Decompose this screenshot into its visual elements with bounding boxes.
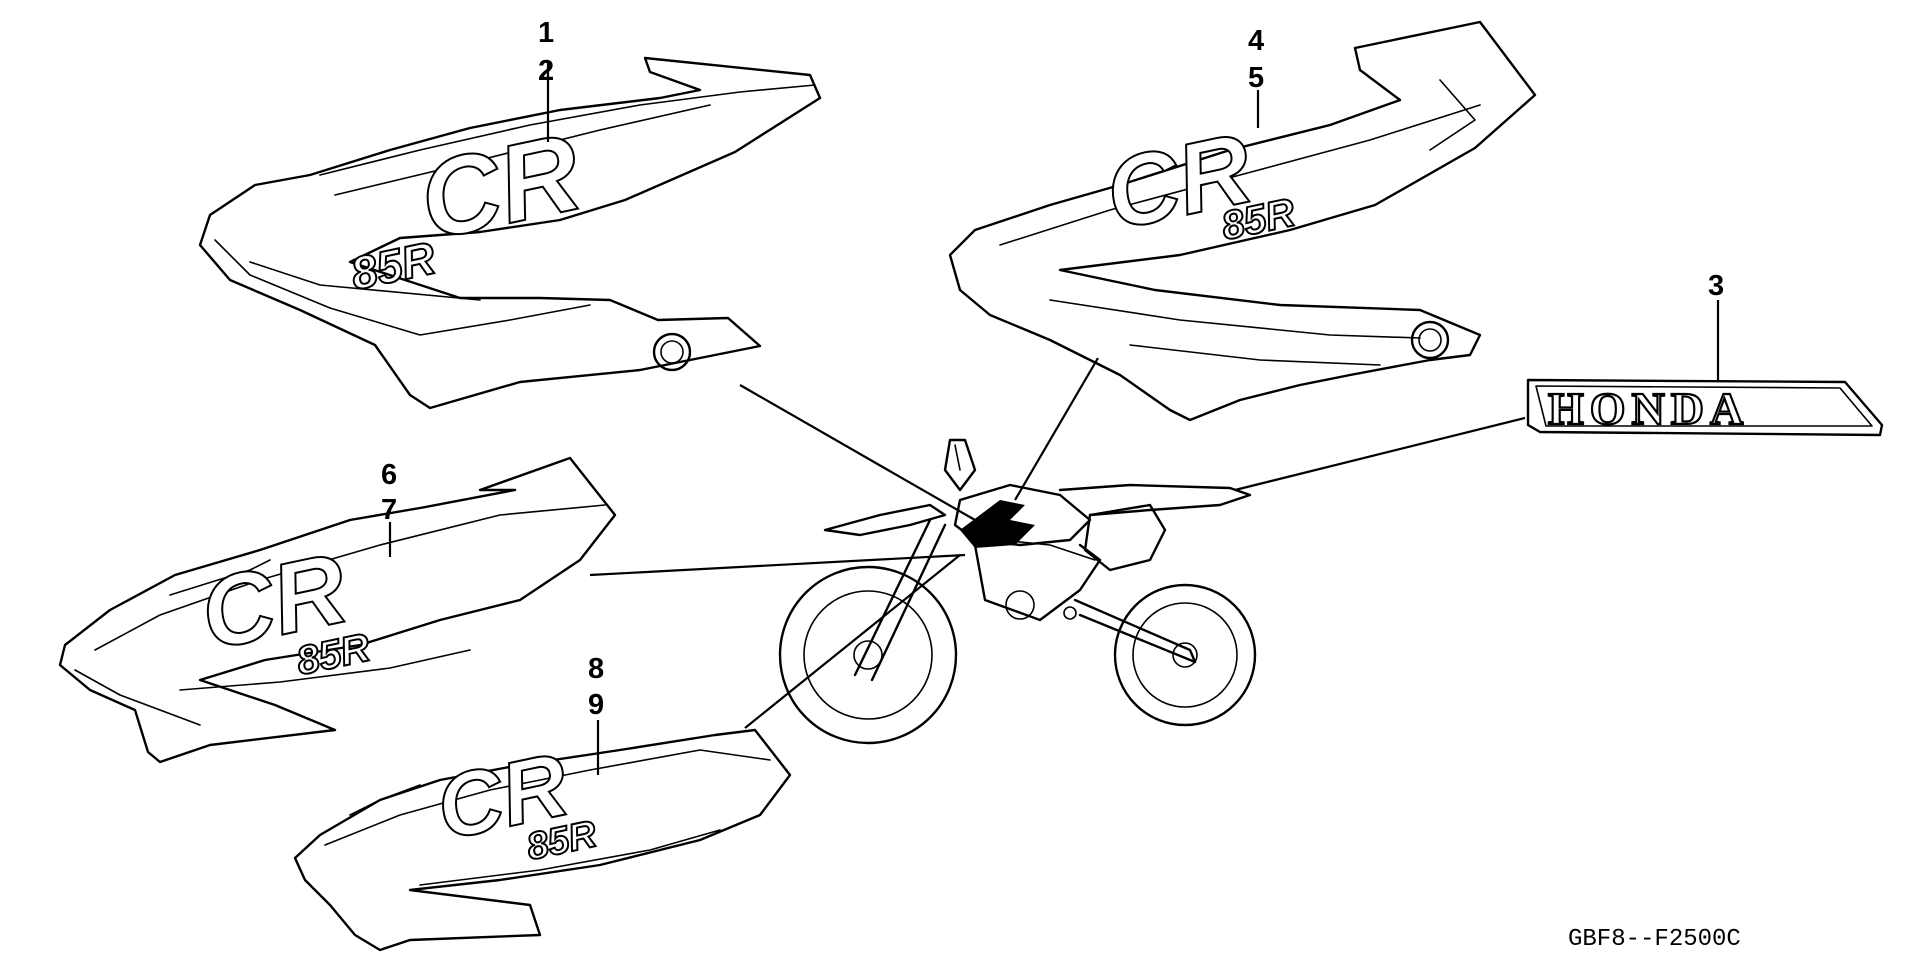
callout-5: 5 [1248,62,1264,94]
callout-6: 6 [381,459,397,491]
callout-7: 7 [381,494,397,526]
honda-emblem-decal[interactable]: HONDA [1526,378,1884,437]
shroud-decal-left-upper[interactable]: CR 85R [198,56,822,410]
diagram-code: GBF8--F2500C [1568,926,1741,953]
side-decal-left-middle[interactable]: CR 85R [58,456,617,764]
cr-logo-text: CR [409,110,590,263]
shroud-decal-right-upper[interactable]: CR 85R [948,20,1537,422]
honda-text: HONDA [1548,383,1749,434]
side-decal-bottom[interactable]: CR 85R [293,728,792,952]
leader-lines [388,62,1720,775]
callout-8: 8 [588,653,604,685]
callout-4: 4 [1248,25,1264,57]
callout-labels: 1 2 3 4 5 6 7 8 9 [381,17,1724,721]
callout-9: 9 [588,689,604,721]
model-text: 85R [293,625,374,683]
motorcycle-illustration [778,438,1257,745]
callout-1: 1 [538,17,554,49]
model-text: 85R [346,231,439,299]
callout-3: 3 [1708,270,1724,302]
callout-2: 2 [538,55,554,87]
